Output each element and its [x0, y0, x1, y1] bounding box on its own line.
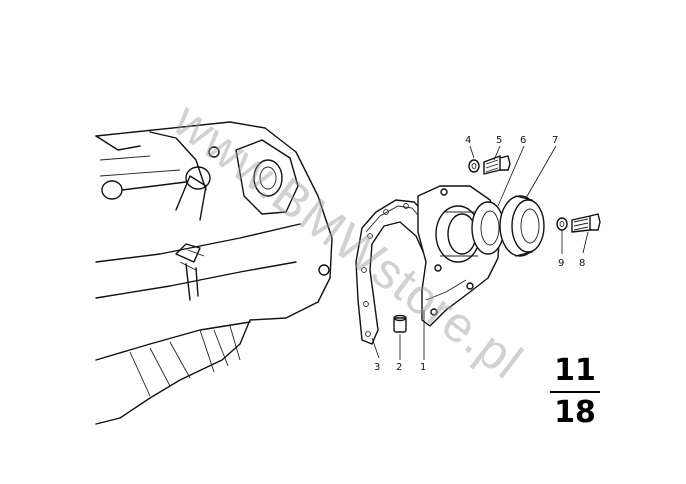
dowel-part-2: [393, 314, 407, 333]
figure-group-number: 11: [554, 353, 596, 388]
figure-subgroup-number: 18: [554, 395, 596, 430]
washer-part-4: [468, 159, 480, 173]
callout-4: 4: [465, 135, 471, 146]
washer-part-9: [556, 217, 568, 231]
figure-divider: [550, 391, 600, 393]
callout-5: 5: [496, 135, 502, 146]
seal-ring-part-6: [471, 201, 505, 255]
shaft-seal-part-7: [499, 195, 545, 257]
callout-labels: 1 2 3 4 5 6 7 8 9: [374, 135, 585, 373]
callout-3: 3: [374, 362, 380, 373]
callout-2: 2: [396, 362, 402, 373]
callout-1: 1: [420, 362, 426, 373]
engine-block: [95, 121, 333, 425]
bolt-part-5: [483, 155, 511, 175]
callout-7: 7: [552, 135, 558, 146]
leader-lines: [371, 145, 589, 360]
callout-6: 6: [520, 135, 526, 146]
callout-9: 9: [558, 258, 564, 269]
figure-number: 11 18: [546, 354, 604, 430]
callout-8: 8: [579, 258, 585, 269]
bolt-part-8: [571, 213, 601, 233]
